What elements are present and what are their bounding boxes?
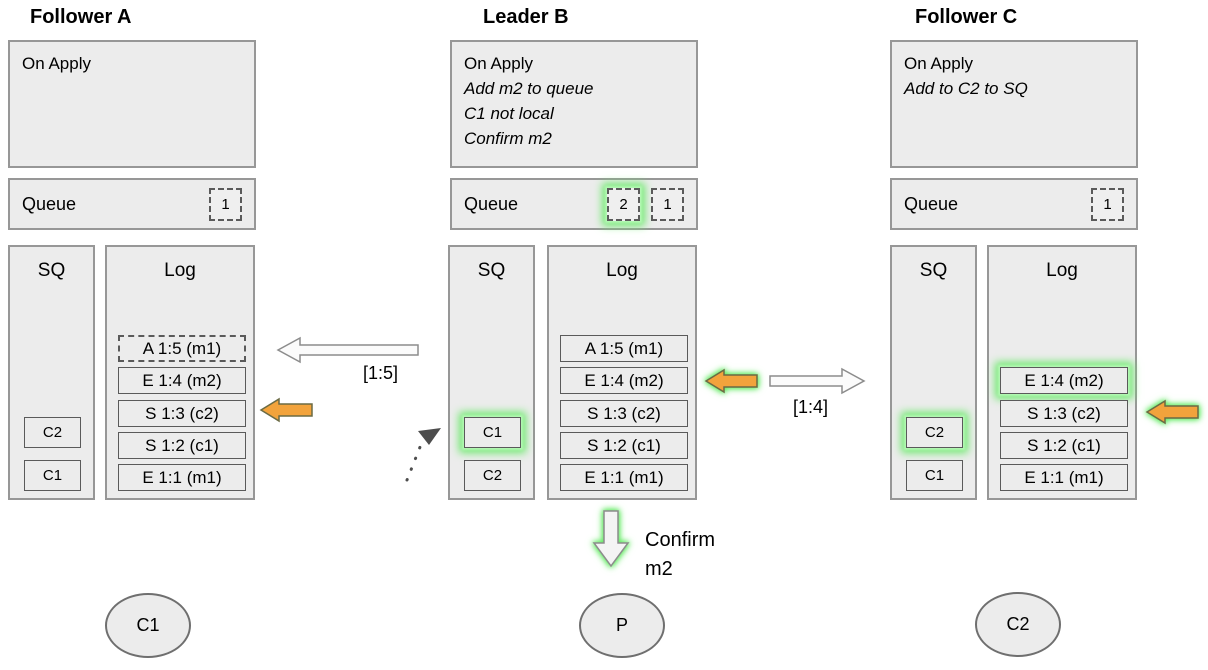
sq-slot: C2 [464, 460, 521, 491]
node-title: Follower C [915, 6, 1018, 28]
ack-arrow-b-icon [704, 368, 758, 394]
replicate-arrow-to-a-icon [276, 336, 419, 364]
confirm-arrow-icon [592, 510, 630, 568]
log-entry: S 1:3 (c2) [118, 400, 246, 427]
queue-to-sq-dotted-arrow-icon [405, 428, 441, 482]
on-apply-panel: On Apply [8, 40, 256, 168]
on-apply-note: Confirm m2 [464, 129, 552, 148]
log-entry: S 1:3 (c2) [560, 400, 688, 427]
queue-panel: Queue 2 1 [450, 178, 698, 230]
confirm-label: Confirm m2 [645, 529, 716, 580]
sq-slot-highlighted: C2 [906, 417, 963, 448]
log-entry: E 1:4 (m2) [560, 367, 688, 394]
sq-panel: SQ C1 C2 [448, 245, 535, 500]
queue-label: Queue [464, 193, 519, 214]
node-title: Follower A [30, 6, 132, 28]
replication-range-label-a: [1:5] [363, 363, 399, 383]
proposer-p-ellipse: P [579, 593, 665, 658]
log-label: Log [164, 260, 196, 281]
on-apply-note: Add to C2 to SQ [904, 79, 1028, 98]
on-apply-panel: On Apply Add to C2 to SQ [890, 40, 1138, 168]
sq-label: SQ [477, 260, 506, 281]
queue-label: Queue [22, 193, 77, 214]
log-entry: A 1:5 (m1) [118, 335, 246, 362]
client-c1-label: C1 [136, 615, 160, 635]
node-leader-b: Leader B On Apply Add m2 to queue C1 not… [448, 0, 698, 500]
queue-panel: Queue 1 [890, 178, 1138, 230]
commit-arrow-a-icon [259, 397, 313, 423]
sq-slot: C2 [24, 417, 81, 448]
log-panel: Log E 1:4 (m2) S 1:3 (c2) S 1:2 (c1) E 1… [987, 245, 1137, 500]
queue-slots: 1 [209, 187, 242, 221]
log-panel: Log A 1:5 (m1) E 1:4 (m2) S 1:3 (c2) S 1… [547, 245, 697, 500]
proposer-p-label: P [615, 615, 628, 635]
sq-panel: SQ C2 C1 [8, 245, 95, 500]
replicate-arrow-to-c-icon [769, 367, 866, 395]
log-entry: S 1:2 (c1) [560, 432, 688, 459]
log-entry: E 1:4 (m2) [118, 367, 246, 394]
on-apply-note: Add m2 to queue [464, 79, 594, 98]
log-entry: E 1:1 (m1) [560, 464, 688, 491]
log-entry: E 1:1 (m1) [1000, 464, 1128, 491]
log-entry: S 1:2 (c1) [1000, 432, 1128, 459]
on-apply-heading: On Apply [464, 54, 533, 73]
sq-panel: SQ C2 C1 [890, 245, 977, 500]
client-c2-ellipse: C2 [975, 592, 1061, 657]
log-entry: E 1:1 (m1) [118, 464, 246, 491]
on-apply-heading: On Apply [22, 54, 91, 73]
on-apply-panel: On Apply Add m2 to queue C1 not local Co… [450, 40, 698, 168]
log-entry: A 1:5 (m1) [560, 335, 688, 362]
queue-slot: 1 [1091, 187, 1124, 221]
node-follower-c: Follower C On Apply Add to C2 to SQ Queu… [890, 0, 1138, 500]
client-c2-label: C2 [1006, 614, 1030, 634]
queue-panel: Queue 1 [8, 178, 256, 230]
on-apply-note: C1 not local [464, 104, 554, 123]
queue-label: Queue [904, 193, 959, 214]
replication-range-label-c: [1:4] [793, 397, 829, 417]
client-c1-ellipse: C1 [105, 593, 191, 658]
queue-slot-highlighted: 2 [607, 187, 640, 221]
sq-label: SQ [919, 260, 948, 281]
node-follower-a: Follower A On Apply Queue 1 SQ C2 C1 Log… [8, 0, 256, 500]
sq-slot: C1 [906, 460, 963, 491]
log-entry: S 1:2 (c1) [118, 432, 246, 459]
queue-slots: 1 [1091, 187, 1124, 221]
sq-label: SQ [37, 260, 66, 281]
node-title: Leader B [483, 6, 569, 28]
queue-slot: 1 [209, 187, 242, 221]
sq-slot-highlighted: C1 [464, 417, 521, 448]
commit-arrow-c-icon [1145, 399, 1199, 425]
queue-slot: 1 [651, 187, 684, 221]
log-label: Log [1046, 260, 1078, 281]
log-panel: Log A 1:5 (m1) E 1:4 (m2) S 1:3 (c2) S 1… [105, 245, 255, 500]
log-label: Log [606, 260, 638, 281]
queue-slots: 2 1 [607, 187, 684, 221]
on-apply-heading: On Apply [904, 54, 973, 73]
log-entry: S 1:3 (c2) [1000, 400, 1128, 427]
sq-slot: C1 [24, 460, 81, 491]
log-entry-highlighted: E 1:4 (m2) [1000, 367, 1128, 394]
